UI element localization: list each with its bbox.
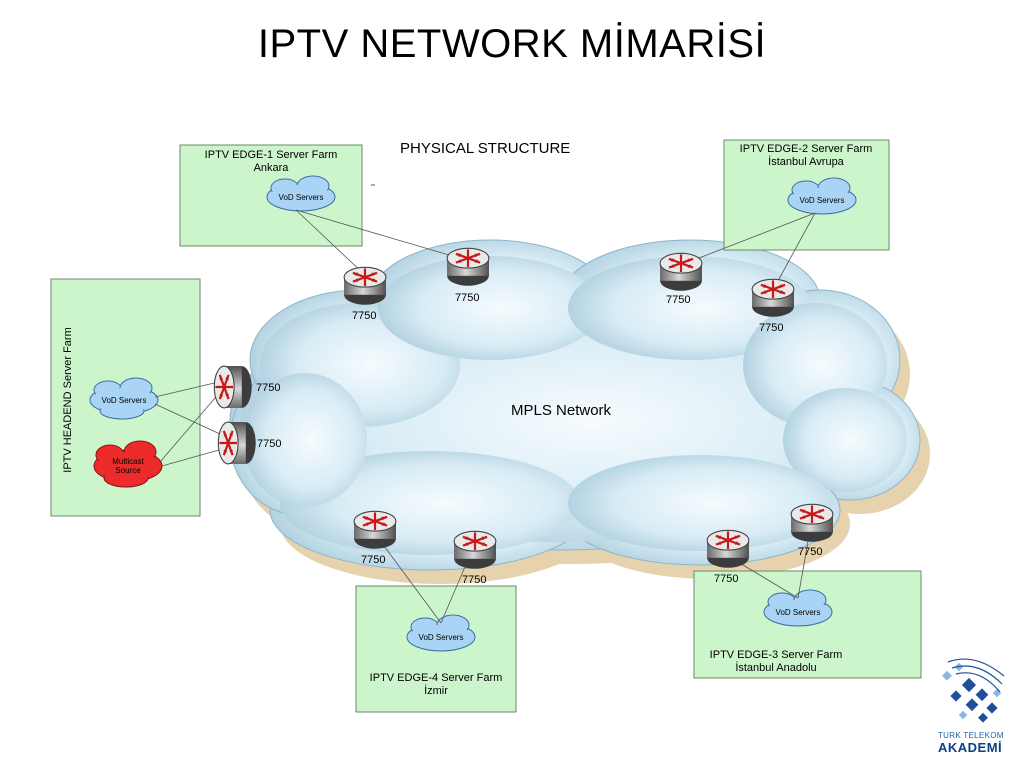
router-label: 7750 — [455, 292, 479, 304]
router-label: 7750 — [361, 554, 385, 566]
router-label: 7750 — [759, 322, 783, 334]
headend-server-farm: IPTV HEADEND Server Farm VoD Servers Mul… — [50, 278, 201, 517]
physical-structure-label: PHYSICAL STRUCTURE — [400, 140, 570, 157]
multicast-label-2: Source — [115, 466, 141, 475]
edge4-server-farm: VoD Servers IPTV EDGE-4 Server Farm İzmi… — [355, 585, 517, 713]
router-bottom-right-1: 7750 — [706, 529, 750, 585]
turk-telekom-akademi-logo-icon — [942, 658, 1005, 723]
router-headend-1: 7750 — [213, 365, 280, 409]
edge3-location: İstanbul Anadolu — [735, 661, 816, 674]
router-label: 7750 — [714, 573, 738, 585]
router-label: 7750 — [798, 546, 822, 558]
edge4-location: İzmir — [424, 684, 448, 697]
page-title: IPTV NETWORK MİMARİSİ — [257, 22, 767, 66]
router-bottom-left-1: 7750 — [353, 510, 397, 566]
edge4-title: IPTV EDGE-4 Server Farm — [370, 672, 503, 684]
edge2-location: İstanbul Avrupa — [768, 155, 845, 168]
edge1-server-farm: IPTV EDGE-1 Server Farm Ankara VoD Serve… — [179, 144, 363, 247]
logo-text-turk-telekom: TURK TELEKOM — [938, 731, 1004, 740]
router-top-right-1: 7750 — [659, 252, 703, 306]
router-label: 7750 — [256, 382, 280, 394]
router-bottom-right-2: 7750 — [790, 503, 834, 558]
router-top-left: 7750 — [343, 266, 387, 322]
router-bottom-left-2: 7750 — [453, 530, 497, 586]
router-top-center: 7750 — [446, 247, 490, 304]
edge4-vod-label: VoD Servers — [419, 633, 464, 642]
router-label: 7750 — [462, 574, 486, 586]
edge1-vod-label: VoD Servers — [279, 193, 324, 202]
edge1-title: IPTV EDGE-1 Server Farm — [205, 149, 338, 161]
router-label: 7750 — [257, 438, 281, 450]
router-headend-2: 7750 — [217, 421, 281, 465]
router-label: 7750 — [666, 294, 690, 306]
edge3-title: IPTV EDGE-3 Server Farm — [710, 649, 843, 661]
edge3-server-farm: VoD Servers IPTV EDGE-3 Server Farm İsta… — [693, 570, 922, 679]
edge1-location: Ankara — [254, 162, 290, 174]
edge3-vod-label: VoD Servers — [776, 608, 821, 617]
router-top-right-2: 7750 — [751, 278, 795, 334]
router-label: 7750 — [352, 310, 376, 322]
edge2-server-farm: IPTV EDGE-2 Server Farm İstanbul Avrupa … — [723, 139, 890, 251]
edge2-title: IPTV EDGE-2 Server Farm — [740, 143, 873, 155]
headend-vod-label: VoD Servers — [102, 396, 147, 405]
headend-title: IPTV HEADEND Server Farm — [62, 327, 74, 472]
edge2-vod-label: VoD Servers — [800, 196, 845, 205]
logo-text-akademi: AKADEMİ — [938, 740, 1003, 755]
multicast-label-1: Multicast — [112, 457, 144, 466]
mpls-network-label: MPLS Network — [511, 402, 612, 419]
